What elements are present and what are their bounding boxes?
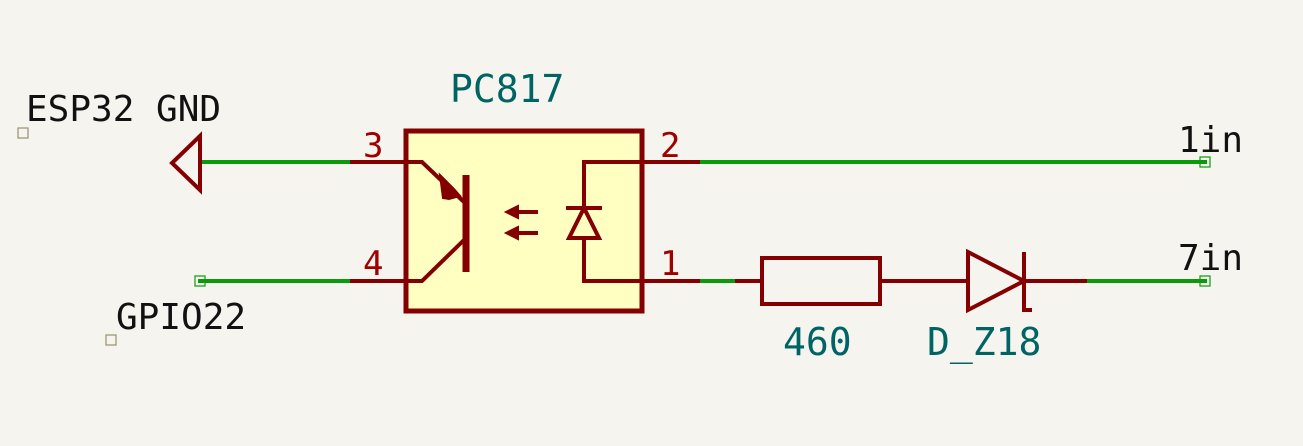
net-label-7in: 7in	[1178, 238, 1243, 279]
net-label-gpio22: GPIO22	[116, 297, 246, 338]
optocoupler-pc817: 3 4 2 1 PC817	[350, 67, 700, 314]
label-anchor-gpio22	[105, 334, 117, 346]
wires	[198, 160, 1207, 283]
led-icon	[565, 160, 642, 283]
connection-point-gpio22	[194, 275, 206, 287]
resistor-body-icon	[760, 256, 882, 306]
light-arrows-icon	[503, 204, 538, 241]
connection-point-7in	[1199, 275, 1211, 287]
ground-triangle-icon	[169, 131, 202, 195]
connection-point-1in	[1199, 156, 1211, 168]
phototransistor-icon	[406, 160, 470, 283]
net-label-esp32-gnd: ESP32 GND	[26, 89, 221, 130]
zener-triangle-icon	[966, 248, 1029, 314]
optocoupler-reference: PC817	[450, 67, 564, 111]
resistor: 460	[735, 256, 966, 364]
pin-number-3: 3	[363, 126, 383, 166]
emitter-arrow-icon	[438, 172, 462, 201]
zener-diode: D_Z18	[927, 248, 1087, 365]
net-label-1in: 1in	[1178, 120, 1243, 161]
ground-symbol	[169, 131, 202, 195]
optocoupler-body	[403, 128, 645, 314]
resistor-value: 460	[783, 320, 852, 364]
label-anchor-gnd	[17, 127, 29, 139]
pin-number-1: 1	[660, 244, 680, 284]
zener-reference: D_Z18	[927, 320, 1041, 365]
pin-number-2: 2	[660, 126, 680, 166]
pin-number-4: 4	[363, 244, 383, 284]
